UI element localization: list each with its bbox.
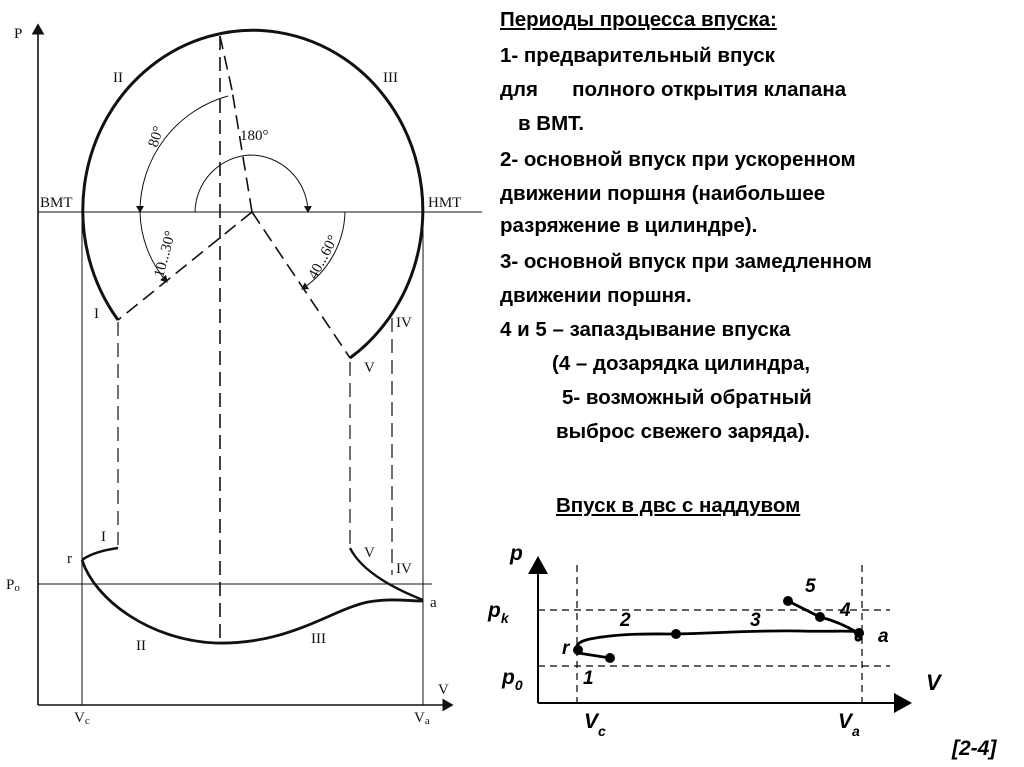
angle-80-label: 80°	[146, 124, 168, 149]
pv-v-segment	[348, 547, 424, 602]
angle-180-arc	[194, 154, 312, 213]
p-axis-label: P	[14, 26, 22, 42]
pv-upper-curve	[82, 548, 350, 584]
angle-10-30-label: 10...30°	[151, 229, 179, 279]
line-6: разряжение в цилиндре).	[500, 214, 758, 237]
roman-ii-loop: II	[136, 638, 146, 654]
vc-label: Vc	[74, 710, 90, 727]
line-9: 4 и 5 – запаздывание впуска	[500, 318, 791, 341]
roman-v-loop: V	[364, 545, 375, 561]
angle-40-60-label: 40...60°	[305, 233, 341, 282]
line-1: 1- предварительный впуск	[500, 44, 775, 67]
va-label: Va	[414, 710, 430, 727]
angle-40-60-arc	[301, 211, 346, 290]
nmt-label: НМТ	[428, 195, 461, 211]
bmt-label: ВМТ	[40, 195, 73, 211]
roman-i-top: I	[94, 306, 99, 322]
v-axis-label: V	[438, 682, 449, 698]
roman-iv-top: IV	[396, 315, 412, 331]
line-4: 2- основной впуск при ускоренном	[500, 148, 856, 171]
roman-iii-loop: III	[311, 631, 326, 647]
crank-arc	[81, 28, 425, 360]
line-3: в ВМТ.	[518, 112, 585, 135]
roman-iii-top: III	[383, 70, 398, 86]
point-a-label: a	[430, 595, 437, 611]
line-5: движении поршня (наибольшее	[500, 182, 826, 205]
line-8: движении поршня.	[500, 284, 692, 307]
line-2: для полного открытия клапана	[500, 78, 847, 101]
roman-i-loop: I	[101, 529, 106, 545]
line-10: (4 – дозарядка цилиндра,	[552, 352, 811, 375]
line-7: 3- основной впуск при замедленном	[500, 250, 872, 273]
heading: Периоды процесса впуска:	[500, 8, 777, 31]
line-12: выброс свежего заряда).	[556, 420, 811, 443]
reference: [2-4]	[952, 737, 997, 760]
angle-10-30-arc	[139, 211, 168, 283]
subheading: Впуск в двс с наддувом	[556, 494, 801, 517]
line-11: 5- возможный обратный	[562, 386, 812, 409]
pv-r-segment	[81, 546, 119, 561]
roman-ii-top: II	[113, 70, 123, 86]
angle-80-arc	[135, 95, 229, 213]
point-r-label: r	[67, 551, 72, 567]
roman-v-top: V	[364, 360, 375, 376]
roman-iv-loop: IV	[396, 561, 412, 577]
angle-180-label: 180°	[240, 128, 269, 144]
p0-label: Po	[6, 577, 20, 594]
pv-lower-curve	[80, 559, 424, 645]
